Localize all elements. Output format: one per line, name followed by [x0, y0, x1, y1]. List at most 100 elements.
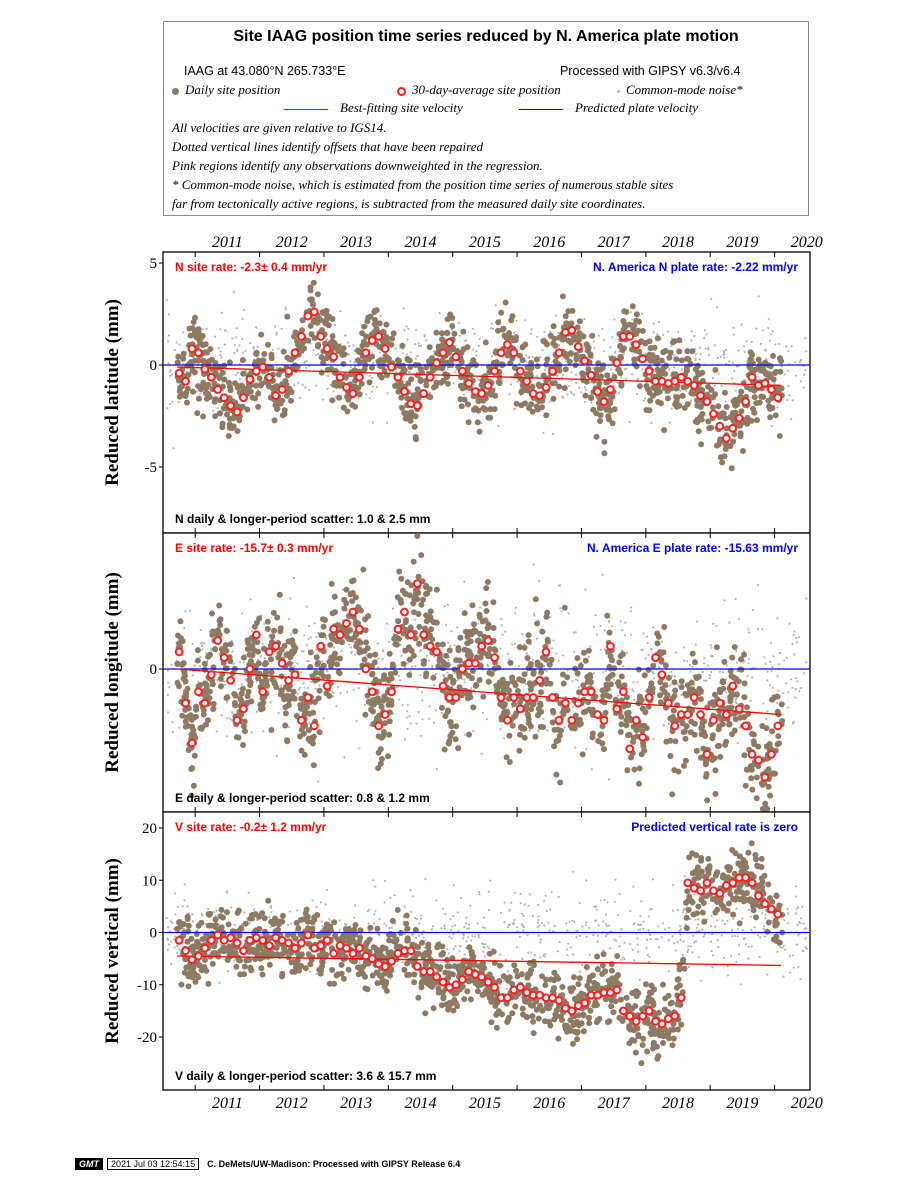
daily-point: [438, 330, 445, 337]
cmn-point: [203, 642, 206, 645]
cmn-point: [574, 678, 578, 681]
cmn-point: [776, 675, 779, 678]
cmn-point: [226, 717, 229, 720]
cmn-point: [672, 354, 676, 357]
cmn-point: [166, 948, 170, 952]
cmn-point: [514, 612, 517, 615]
daily-point: [362, 616, 369, 623]
cmn-point: [589, 645, 592, 648]
cmn-point: [679, 389, 682, 393]
daily-point: [500, 680, 507, 687]
cmn-point: [303, 361, 306, 364]
cmn-point: [302, 682, 305, 685]
daily-point: [569, 725, 575, 731]
daily-point: [265, 341, 271, 348]
daily-point: [344, 408, 351, 415]
daily-point: [460, 328, 467, 335]
cmn-point: [372, 361, 375, 364]
cmn-point: [507, 652, 510, 656]
daily-point: [690, 390, 697, 397]
cmn-point: [531, 914, 535, 917]
avg-30day-point: [457, 366, 467, 376]
avg-30day-point: [393, 624, 403, 634]
cmn-point: [575, 381, 578, 384]
cmn-point: [597, 924, 600, 927]
cmn-point: [506, 970, 509, 973]
cmn-point: [642, 920, 645, 923]
daily-point: [636, 383, 643, 390]
daily-point: [517, 699, 524, 706]
daily-point: [282, 378, 289, 384]
cmn-point: [255, 710, 258, 713]
avg-30day-point: [213, 385, 223, 394]
daily-point: [217, 675, 224, 682]
cmn-point: [786, 398, 789, 402]
cmn-point: [636, 943, 639, 946]
cmn-point: [467, 923, 470, 926]
daily-point: [183, 389, 190, 396]
daily-point: [511, 701, 518, 708]
cmn-point: [465, 339, 468, 342]
daily-point: [769, 696, 776, 703]
cmn-point: [349, 360, 352, 363]
cmn-point: [542, 717, 545, 720]
y-tick-label: 0: [150, 926, 158, 942]
daily-point: [747, 349, 754, 356]
cmn-point: [671, 883, 675, 887]
avg-30day-point: [496, 348, 506, 358]
avg-30day-point: [400, 387, 409, 396]
cmn-point: [715, 624, 718, 628]
cmn-point: [694, 353, 698, 356]
daily-point: [261, 351, 268, 357]
daily-point: [301, 751, 308, 758]
daily-point: [210, 700, 217, 707]
cmn-point: [800, 917, 803, 920]
daily-point: [194, 328, 201, 335]
cmn-point: [533, 614, 536, 617]
daily-point: [769, 728, 775, 735]
daily-point: [573, 356, 580, 363]
daily-point: [751, 394, 758, 401]
daily-point: [447, 673, 454, 680]
daily-point: [238, 382, 245, 389]
cmn-point: [549, 616, 552, 619]
daily-point: [240, 654, 247, 661]
avg-30day-point: [573, 342, 583, 352]
cmn-point: [297, 679, 300, 682]
daily-point: [658, 357, 665, 364]
top-year-label: 2020: [790, 234, 823, 251]
avg-30day-point: [239, 393, 248, 403]
cmn-point: [198, 664, 202, 667]
cmn-point: [352, 344, 355, 347]
cmn-point: [171, 730, 174, 734]
daily-point: [738, 666, 745, 673]
cmn-point: [227, 969, 230, 973]
daily-point: [200, 413, 207, 420]
daily-point: [457, 634, 464, 641]
bottom-year-label: 2013: [340, 1095, 373, 1112]
cmn-point: [432, 350, 435, 353]
daily-point: [401, 410, 408, 417]
avg-30day-point: [329, 352, 339, 362]
cmn-point: [388, 927, 391, 930]
cmn-point: [629, 943, 632, 946]
cmn-point: [695, 926, 699, 929]
cmn-point: [233, 923, 236, 926]
cmn-point: [691, 951, 694, 954]
daily-point: [423, 382, 430, 389]
cmn-point: [543, 955, 546, 958]
daily-point: [325, 322, 332, 329]
avg-30day-point: [515, 366, 525, 376]
daily-point: [185, 371, 192, 378]
daily-point: [693, 747, 700, 754]
daily-point: [234, 428, 241, 435]
daily-point: [562, 366, 569, 373]
daily-point: [673, 385, 680, 392]
cmn-point: [299, 686, 302, 689]
cmn-point: [694, 359, 697, 362]
cmn-point: [763, 935, 767, 938]
daily-point: [693, 675, 700, 681]
cmn-point: [440, 927, 443, 930]
daily-point: [480, 693, 487, 700]
cmn-point: [416, 354, 419, 358]
